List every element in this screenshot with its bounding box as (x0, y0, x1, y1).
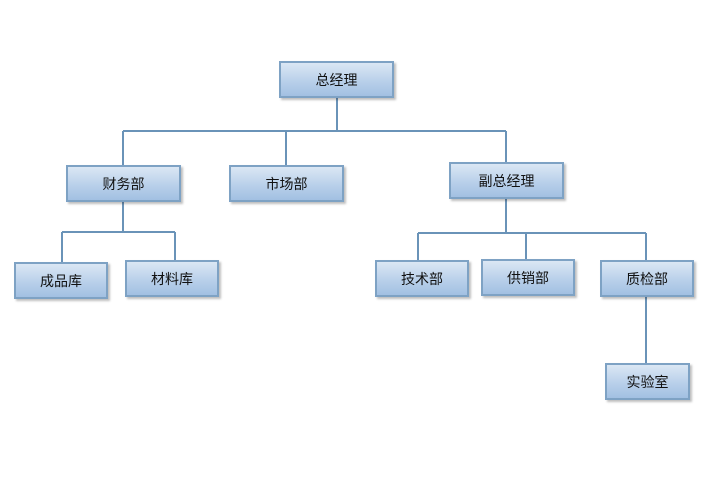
node-label: 供销部 (507, 270, 549, 287)
node-quality: 质检部 (600, 260, 694, 297)
node-general-manager: 总经理 (279, 61, 394, 98)
node-deputy-gm: 副总经理 (449, 162, 564, 199)
node-label: 市场部 (265, 176, 308, 193)
node-label: 材料库 (151, 271, 193, 288)
node-finance: 财务部 (66, 165, 181, 202)
node-technology: 技术部 (375, 260, 469, 297)
node-label: 成品库 (40, 273, 82, 290)
node-label: 财务部 (102, 176, 145, 193)
node-label: 质检部 (626, 271, 668, 288)
node-label: 技术部 (401, 271, 443, 288)
node-label: 副总经理 (478, 173, 535, 190)
node-materials: 材料库 (125, 260, 219, 297)
node-finished-goods: 成品库 (14, 262, 108, 299)
node-laboratory: 实验室 (605, 363, 690, 400)
node-label: 总经理 (315, 72, 358, 89)
node-label: 实验室 (626, 374, 669, 391)
node-supply-sales: 供销部 (481, 259, 575, 296)
node-marketing: 市场部 (229, 165, 344, 202)
